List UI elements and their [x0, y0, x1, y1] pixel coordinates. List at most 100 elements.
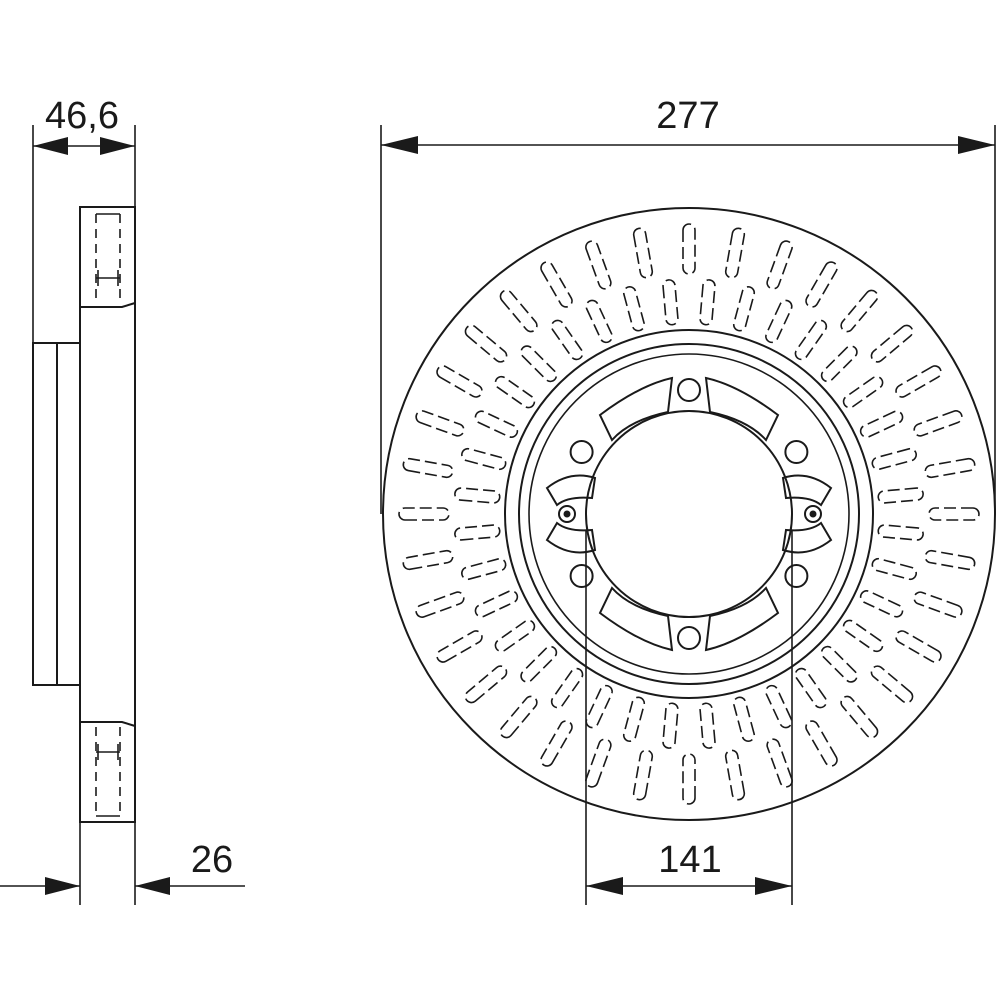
- locating-hole-right: [804, 505, 822, 523]
- inner-cooling-slot: [550, 667, 584, 709]
- inner-cooling-slot: [732, 286, 756, 332]
- locating-hole-right-center: [809, 510, 817, 518]
- outer-cooling-slot: [499, 289, 538, 333]
- dimension-disc-diameter: 277: [380, 95, 996, 514]
- wheel-bolt-hole: [784, 440, 809, 464]
- inner-cooling-slot: [474, 410, 519, 438]
- dimension-total-height: 46,6: [32, 95, 136, 343]
- outer-cooling-slot: [895, 630, 942, 663]
- inner-cooling-slot: [494, 619, 536, 653]
- side-view-vent-top: [95, 213, 121, 303]
- outer-cooling-slot: [895, 365, 942, 398]
- outer-cooling-slot: [928, 507, 980, 521]
- inner-cooling-slot: [662, 279, 679, 326]
- outer-cooling-slot: [840, 289, 879, 333]
- outer-cooling-slot: [632, 227, 654, 279]
- inner-cooling-slot: [699, 279, 716, 326]
- inner-cooling-slot: [461, 447, 507, 471]
- side-view: [32, 206, 136, 823]
- dimension-disc-thickness: 26: [0, 822, 245, 905]
- disc-outer-edge: [382, 207, 996, 821]
- inner-cooling-slot: [820, 645, 858, 683]
- inner-cooling-slot: [820, 345, 858, 383]
- inner-cooling-slot: [585, 684, 613, 729]
- outer-cooling-slot: [499, 695, 538, 739]
- outer-cooling-slot: [402, 549, 454, 571]
- wheel-bolt-holes: [569, 378, 809, 650]
- wheel-bolt-hole: [569, 564, 594, 588]
- outer-cooling-slot: [766, 738, 793, 788]
- inner-cooling-slot: [585, 299, 613, 344]
- inner-cooling-slot: [794, 319, 828, 361]
- inner-cooling-slot: [859, 590, 904, 618]
- wheel-bolt-hole: [784, 564, 809, 588]
- outer-cooling-slot: [398, 507, 450, 521]
- outer-cooling-slot: [540, 720, 573, 767]
- dimension-disc-thickness-label: 26: [191, 839, 233, 881]
- center-bore: [585, 410, 793, 618]
- outer-cooling-slot: [682, 753, 696, 805]
- side-view-disc: [79, 206, 136, 823]
- inner-cooling-slot: [474, 590, 519, 618]
- outer-cooling-slot: [913, 591, 963, 618]
- outer-cooling-slot: [464, 324, 508, 363]
- side-view-vent-bottom: [95, 727, 121, 817]
- inner-cooling-slot: [871, 447, 917, 471]
- outer-cooling-slot: [436, 365, 483, 398]
- inner-cooling-slot: [454, 524, 501, 541]
- inner-cooling-slot: [794, 667, 828, 709]
- locating-hole-left-center: [563, 510, 571, 518]
- wheel-bolt-hole: [677, 626, 701, 650]
- dimension-disc-diameter-label: 277: [656, 95, 719, 137]
- inner-cooling-slot: [765, 684, 793, 729]
- dimension-bore-diameter-label: 141: [658, 839, 721, 881]
- inner-cooling-slot: [461, 557, 507, 581]
- outer-cooling-slots: [398, 223, 980, 805]
- outer-cooling-slot: [632, 749, 654, 801]
- outer-cooling-slot: [585, 738, 612, 788]
- inner-cooling-slot: [520, 345, 558, 383]
- inner-cooling-slot: [622, 696, 646, 742]
- inner-cooling-slot: [520, 645, 558, 683]
- hub-plate: [545, 376, 833, 652]
- inner-cooling-slot: [662, 702, 679, 749]
- outer-cooling-slot: [924, 549, 976, 571]
- inner-cooling-slot: [842, 375, 884, 409]
- hat-outer-edge: [518, 343, 860, 685]
- outer-cooling-slot: [415, 591, 465, 618]
- outer-cooling-slot: [805, 261, 838, 308]
- outer-cooling-slot: [913, 410, 963, 437]
- outer-cooling-slot: [402, 457, 454, 479]
- outer-cooling-slot: [766, 240, 793, 290]
- outer-cooling-slot: [585, 240, 612, 290]
- inner-cooling-slot: [765, 299, 793, 344]
- inner-cooling-slot: [842, 619, 884, 653]
- inner-cooling-slots: [454, 279, 924, 749]
- inner-cooling-slot: [550, 319, 584, 361]
- outer-cooling-slot: [436, 630, 483, 663]
- outer-cooling-slot: [805, 720, 838, 767]
- outer-cooling-slot: [870, 324, 914, 363]
- inner-cooling-slot: [622, 286, 646, 332]
- outer-cooling-slot: [724, 227, 746, 279]
- inner-cooling-slot: [454, 487, 501, 504]
- wheel-bolt-hole: [569, 440, 594, 464]
- outer-cooling-slot: [415, 410, 465, 437]
- inner-cooling-slot: [877, 487, 924, 504]
- inner-cooling-slot: [877, 524, 924, 541]
- inner-cooling-slot: [494, 375, 536, 409]
- outer-cooling-slot: [540, 261, 573, 308]
- locating-hole-left: [558, 505, 576, 523]
- hat-step: [528, 353, 850, 675]
- outer-cooling-slot: [464, 665, 508, 704]
- inner-cooling-slot: [871, 557, 917, 581]
- outer-cooling-slot: [870, 665, 914, 704]
- outer-cooling-slot: [840, 695, 879, 739]
- outer-cooling-slot: [682, 223, 696, 275]
- friction-ring-inner-edge: [504, 329, 874, 699]
- inner-cooling-slot: [859, 410, 904, 438]
- inner-cooling-slot: [732, 696, 756, 742]
- dimension-total-height-label: 46,6: [45, 95, 119, 137]
- outer-cooling-slot: [924, 457, 976, 479]
